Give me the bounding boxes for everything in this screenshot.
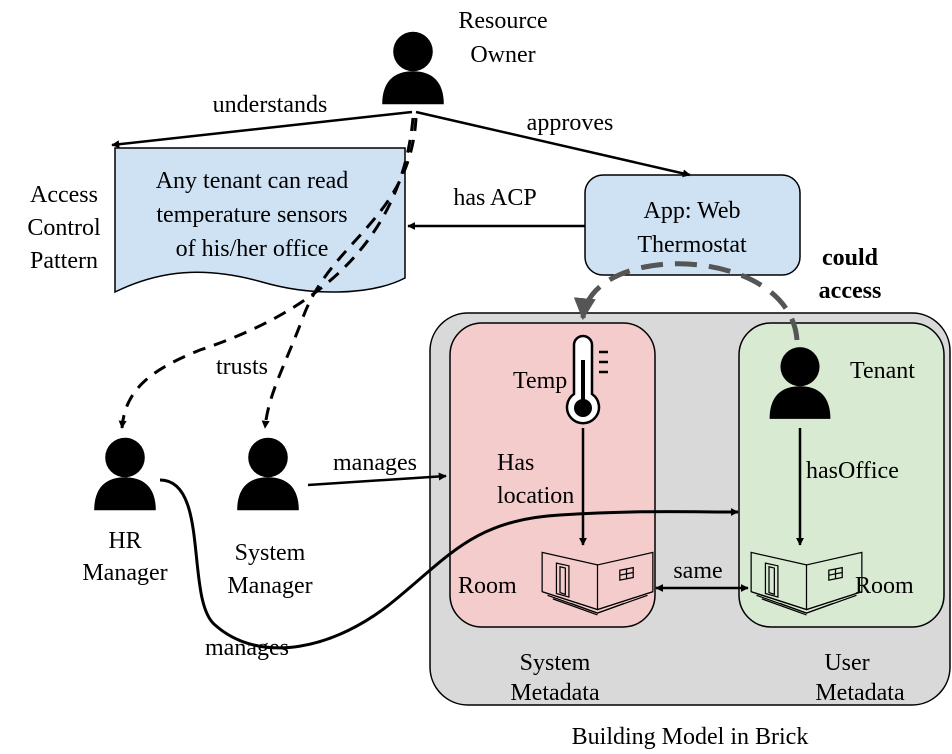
trusts-arrow-hr [118,117,415,429]
system-room-label: Room [458,573,517,599]
approves-arrow [415,110,691,178]
system-manager-label-line1: System [235,540,306,566]
acp-text-line2: temperature sensors [156,202,347,228]
resource-owner-label-line1: Resource [458,8,547,34]
thermometer-icon [565,334,608,425]
has-location-label-line2: location [497,483,574,509]
system-manager-label-line2: Manager [227,573,312,599]
resource-owner-label-line2: Owner [470,42,535,68]
has-acp-label: has ACP [453,185,536,211]
hr-manager-person-icon [94,437,156,511]
user-room-label: Room [855,573,914,599]
acp-side-label-line3: Pattern [30,248,98,274]
could-access-dashed-arc [573,261,800,341]
hr-manages-label: manages [205,635,289,661]
system-metadata-panel [449,322,656,628]
temp-label: Temp [513,368,567,394]
system-manages-arrow [307,472,447,487]
app-web-thermostat-box [584,174,801,276]
app-text-line1: App: Web [644,198,741,224]
has-location-label-line1: Has [497,450,534,476]
building-caption: Building Model in Brick [572,724,809,750]
same-label: same [673,558,722,584]
acp-side-label-line2: Control [27,215,101,241]
could-access-label-line2: access [819,278,882,304]
hr-manages-curve [159,478,739,650]
system-manages-label: manages [333,450,417,476]
trusts-label: trusts [216,354,268,380]
system-metadata-caption-line2: Metadata [510,680,600,706]
acp-text-line3: of his/her office [176,236,329,262]
acp-side-label-line1: Access [30,182,98,208]
approves-label: approves [527,110,614,136]
tenant-label: Tenant [850,358,915,384]
acp-text-line1: Any tenant can read [156,168,349,194]
system-manager-person-icon [237,437,299,511]
understands-arrow [111,110,413,149]
acp-document [114,147,406,294]
could-access-label-line1: could [822,245,879,271]
has-office-label: hasOffice [806,458,899,484]
resource-owner-person-icon [382,31,444,105]
hr-manager-label-line2: Manager [82,560,167,586]
app-text-line2: Thermostat [637,232,747,258]
system-metadata-caption-line1: System [520,650,591,676]
hr-manager-label-line1: HR [108,528,141,554]
trusts-arrow-system [261,117,418,429]
user-metadata-caption-line1: User [824,650,869,676]
user-metadata-caption-line2: Metadata [815,680,905,706]
understands-label: understands [213,92,328,118]
